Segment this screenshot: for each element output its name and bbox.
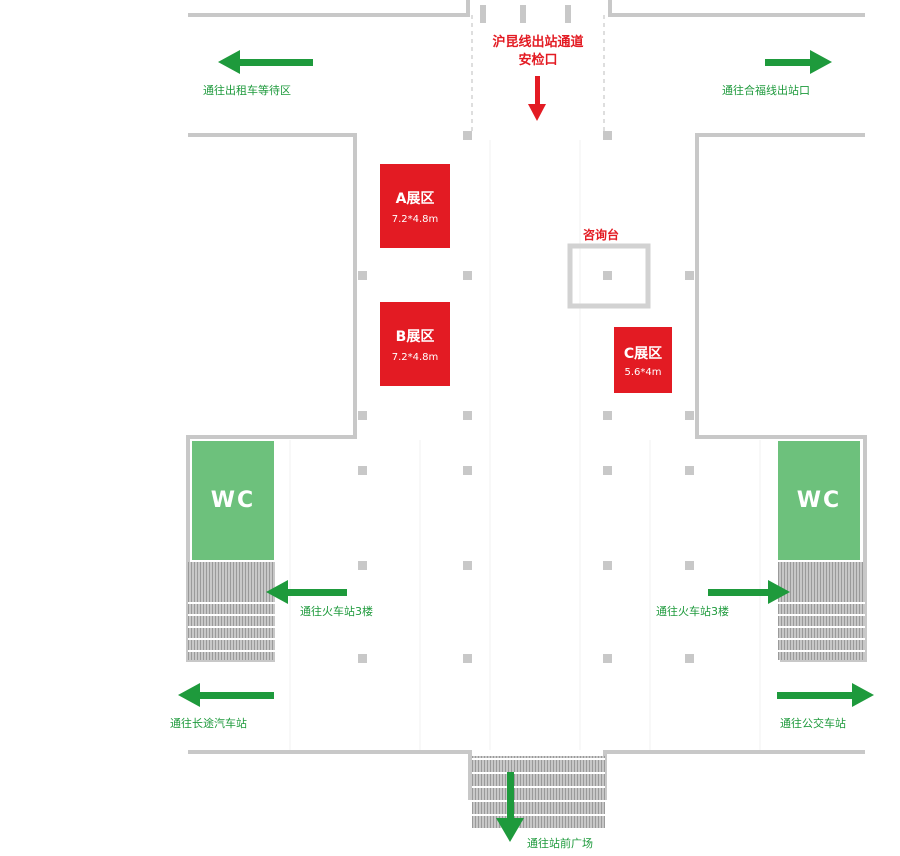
- booth-c-name: C展区: [623, 346, 663, 362]
- arrow-right-station3-icon: [708, 580, 790, 604]
- stairs-left: [188, 562, 275, 660]
- label-hefu-exit: 通往合福线出站口: [722, 84, 810, 97]
- arrow-right-hefu-icon: [765, 50, 832, 74]
- wc-left[interactable]: WC: [192, 441, 274, 560]
- arrow-left-taxi-icon: [218, 50, 313, 74]
- security-exit-line2: 安检口: [518, 53, 558, 68]
- columns: [358, 131, 694, 663]
- security-exit-label: 沪昆线出站通道 安检口: [472, 34, 604, 70]
- label-station3-left: 通往火车站3楼: [300, 605, 373, 618]
- arrow-left-station3-icon: [266, 580, 347, 604]
- info-desk: [567, 243, 651, 309]
- security-exit-line1: 沪昆线出站通道: [492, 35, 584, 50]
- booth-a[interactable]: A展区 7.2*4.8m: [380, 164, 450, 248]
- corridor-dashes: [471, 15, 605, 135]
- stairs-right: [778, 562, 865, 660]
- label-long-bus: 通往长途汽车站: [170, 717, 247, 730]
- label-station3-right: 通往火车站3楼: [656, 605, 729, 618]
- direction-arrows: [178, 50, 874, 842]
- label-taxi: 通往出租车等待区: [203, 84, 291, 97]
- gate-posts: [480, 5, 571, 23]
- booth-a-size: 7.2*4.8m: [391, 214, 439, 225]
- booth-c[interactable]: C展区 5.6*4m: [614, 327, 672, 393]
- stairs-bottom: [472, 756, 605, 828]
- wc-right[interactable]: WC: [778, 441, 860, 560]
- label-city-bus: 通往公交车站: [780, 717, 846, 730]
- arrow-left-long-bus-icon: [178, 683, 274, 707]
- info-desk-label: 咨询台: [583, 228, 620, 242]
- info-desk-column: [603, 271, 612, 280]
- arrow-down-security-icon: [528, 76, 546, 121]
- arrow-down-plaza-icon: [496, 772, 524, 842]
- booth-b-name: B展区: [395, 329, 435, 345]
- booth-a-name: A展区: [395, 191, 435, 207]
- booth-b-size: 7.2*4.8m: [391, 352, 439, 363]
- arrow-right-city-bus-icon: [777, 683, 874, 707]
- booth-c-size: 5.6*4m: [624, 367, 662, 378]
- booth-b[interactable]: B展区 7.2*4.8m: [380, 302, 450, 386]
- label-front-plaza: 通往站前广场: [527, 837, 593, 850]
